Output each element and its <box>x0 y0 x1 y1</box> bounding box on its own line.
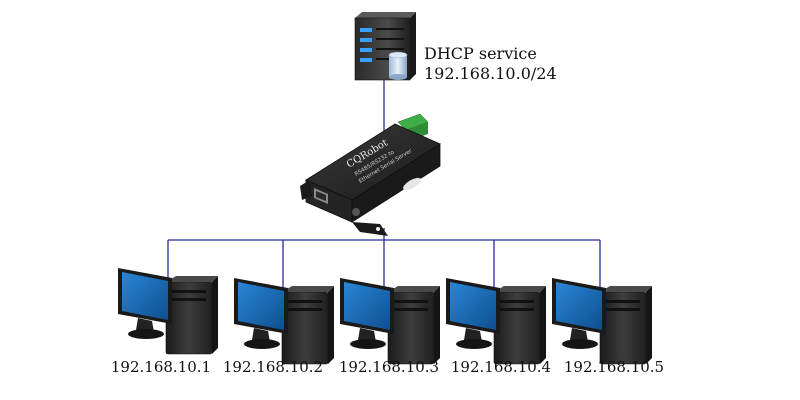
client-ip-label-4: 192.168.10.4 <box>450 358 552 376</box>
serial-server-device-icon: CQRobot RS485/RS232 to Ethernet Serial S… <box>300 113 441 236</box>
computer-icon <box>233 277 335 365</box>
dhcp-server-label: DHCP service 192.168.10.0/24 <box>424 44 557 84</box>
client-ip-label-2: 192.168.10.2 <box>222 358 324 376</box>
database-icon <box>388 51 408 80</box>
computer-icon <box>551 277 653 365</box>
dhcp-subnet-text: 192.168.10.0/24 <box>424 64 557 83</box>
client-ip-label-1: 192.168.10.1 <box>110 358 212 376</box>
dhcp-service-text: DHCP service <box>424 44 537 63</box>
computer-icon <box>339 277 441 365</box>
network-links <box>167 80 601 292</box>
computer-icon <box>445 277 547 365</box>
client-ip-label-5: 192.168.10.5 <box>563 358 665 376</box>
client-ip-label-3: 192.168.10.3 <box>338 358 440 376</box>
computer-icon <box>117 267 219 355</box>
